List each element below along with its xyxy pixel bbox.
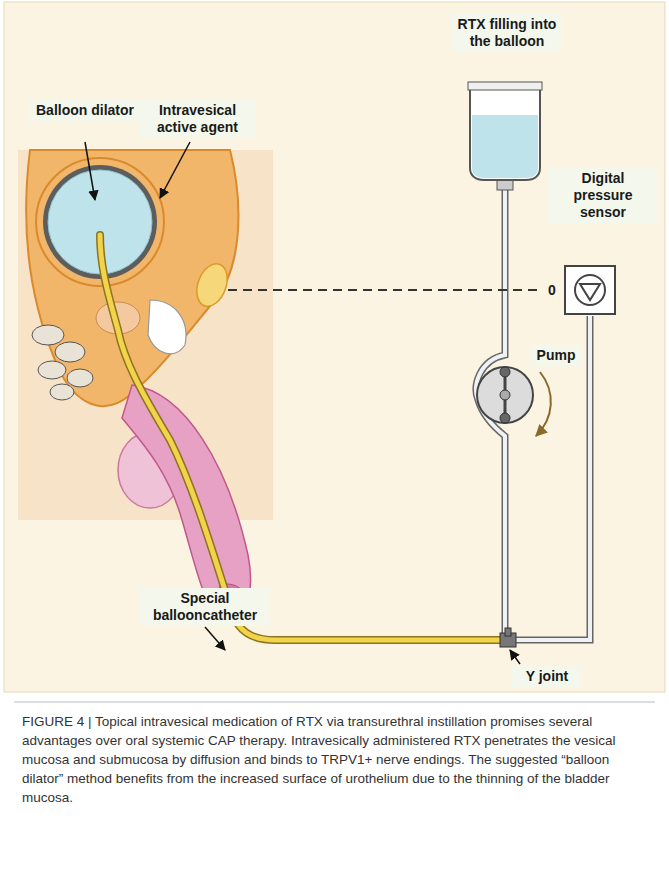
y-joint-stem: [505, 628, 511, 636]
sensor-label: Digital pressure sensor: [548, 168, 658, 223]
caption-rule: [14, 702, 655, 703]
seminal-vesicle: [191, 260, 232, 311]
signal-line: [228, 289, 540, 291]
pressure-sensor: [565, 266, 615, 314]
pubic-bone: [148, 300, 186, 354]
figure-panel: [4, 2, 665, 692]
joint-label: Y joint: [512, 666, 582, 687]
rtx-bottle: [468, 82, 542, 190]
pressure-reading: 0: [543, 280, 561, 301]
figure-caption: FIGURE 4 | Topical intravesical medicati…: [22, 712, 650, 807]
catheter-outline: [100, 235, 500, 640]
pump-label: Pump: [530, 345, 582, 366]
bowel: [32, 325, 93, 400]
catheter: [100, 235, 500, 640]
body-ground: [18, 150, 273, 520]
bottle-label: RTX filling into the balloon: [452, 14, 562, 52]
balloon-label: Balloon dilator: [30, 100, 140, 121]
tubing: [476, 188, 590, 640]
penis: [122, 385, 251, 618]
leader-lines: [85, 142, 520, 664]
catheter-label: Special ballooncatheter: [140, 588, 270, 626]
agent-label: Intravesical active agent: [140, 100, 255, 138]
pump: [477, 367, 551, 436]
